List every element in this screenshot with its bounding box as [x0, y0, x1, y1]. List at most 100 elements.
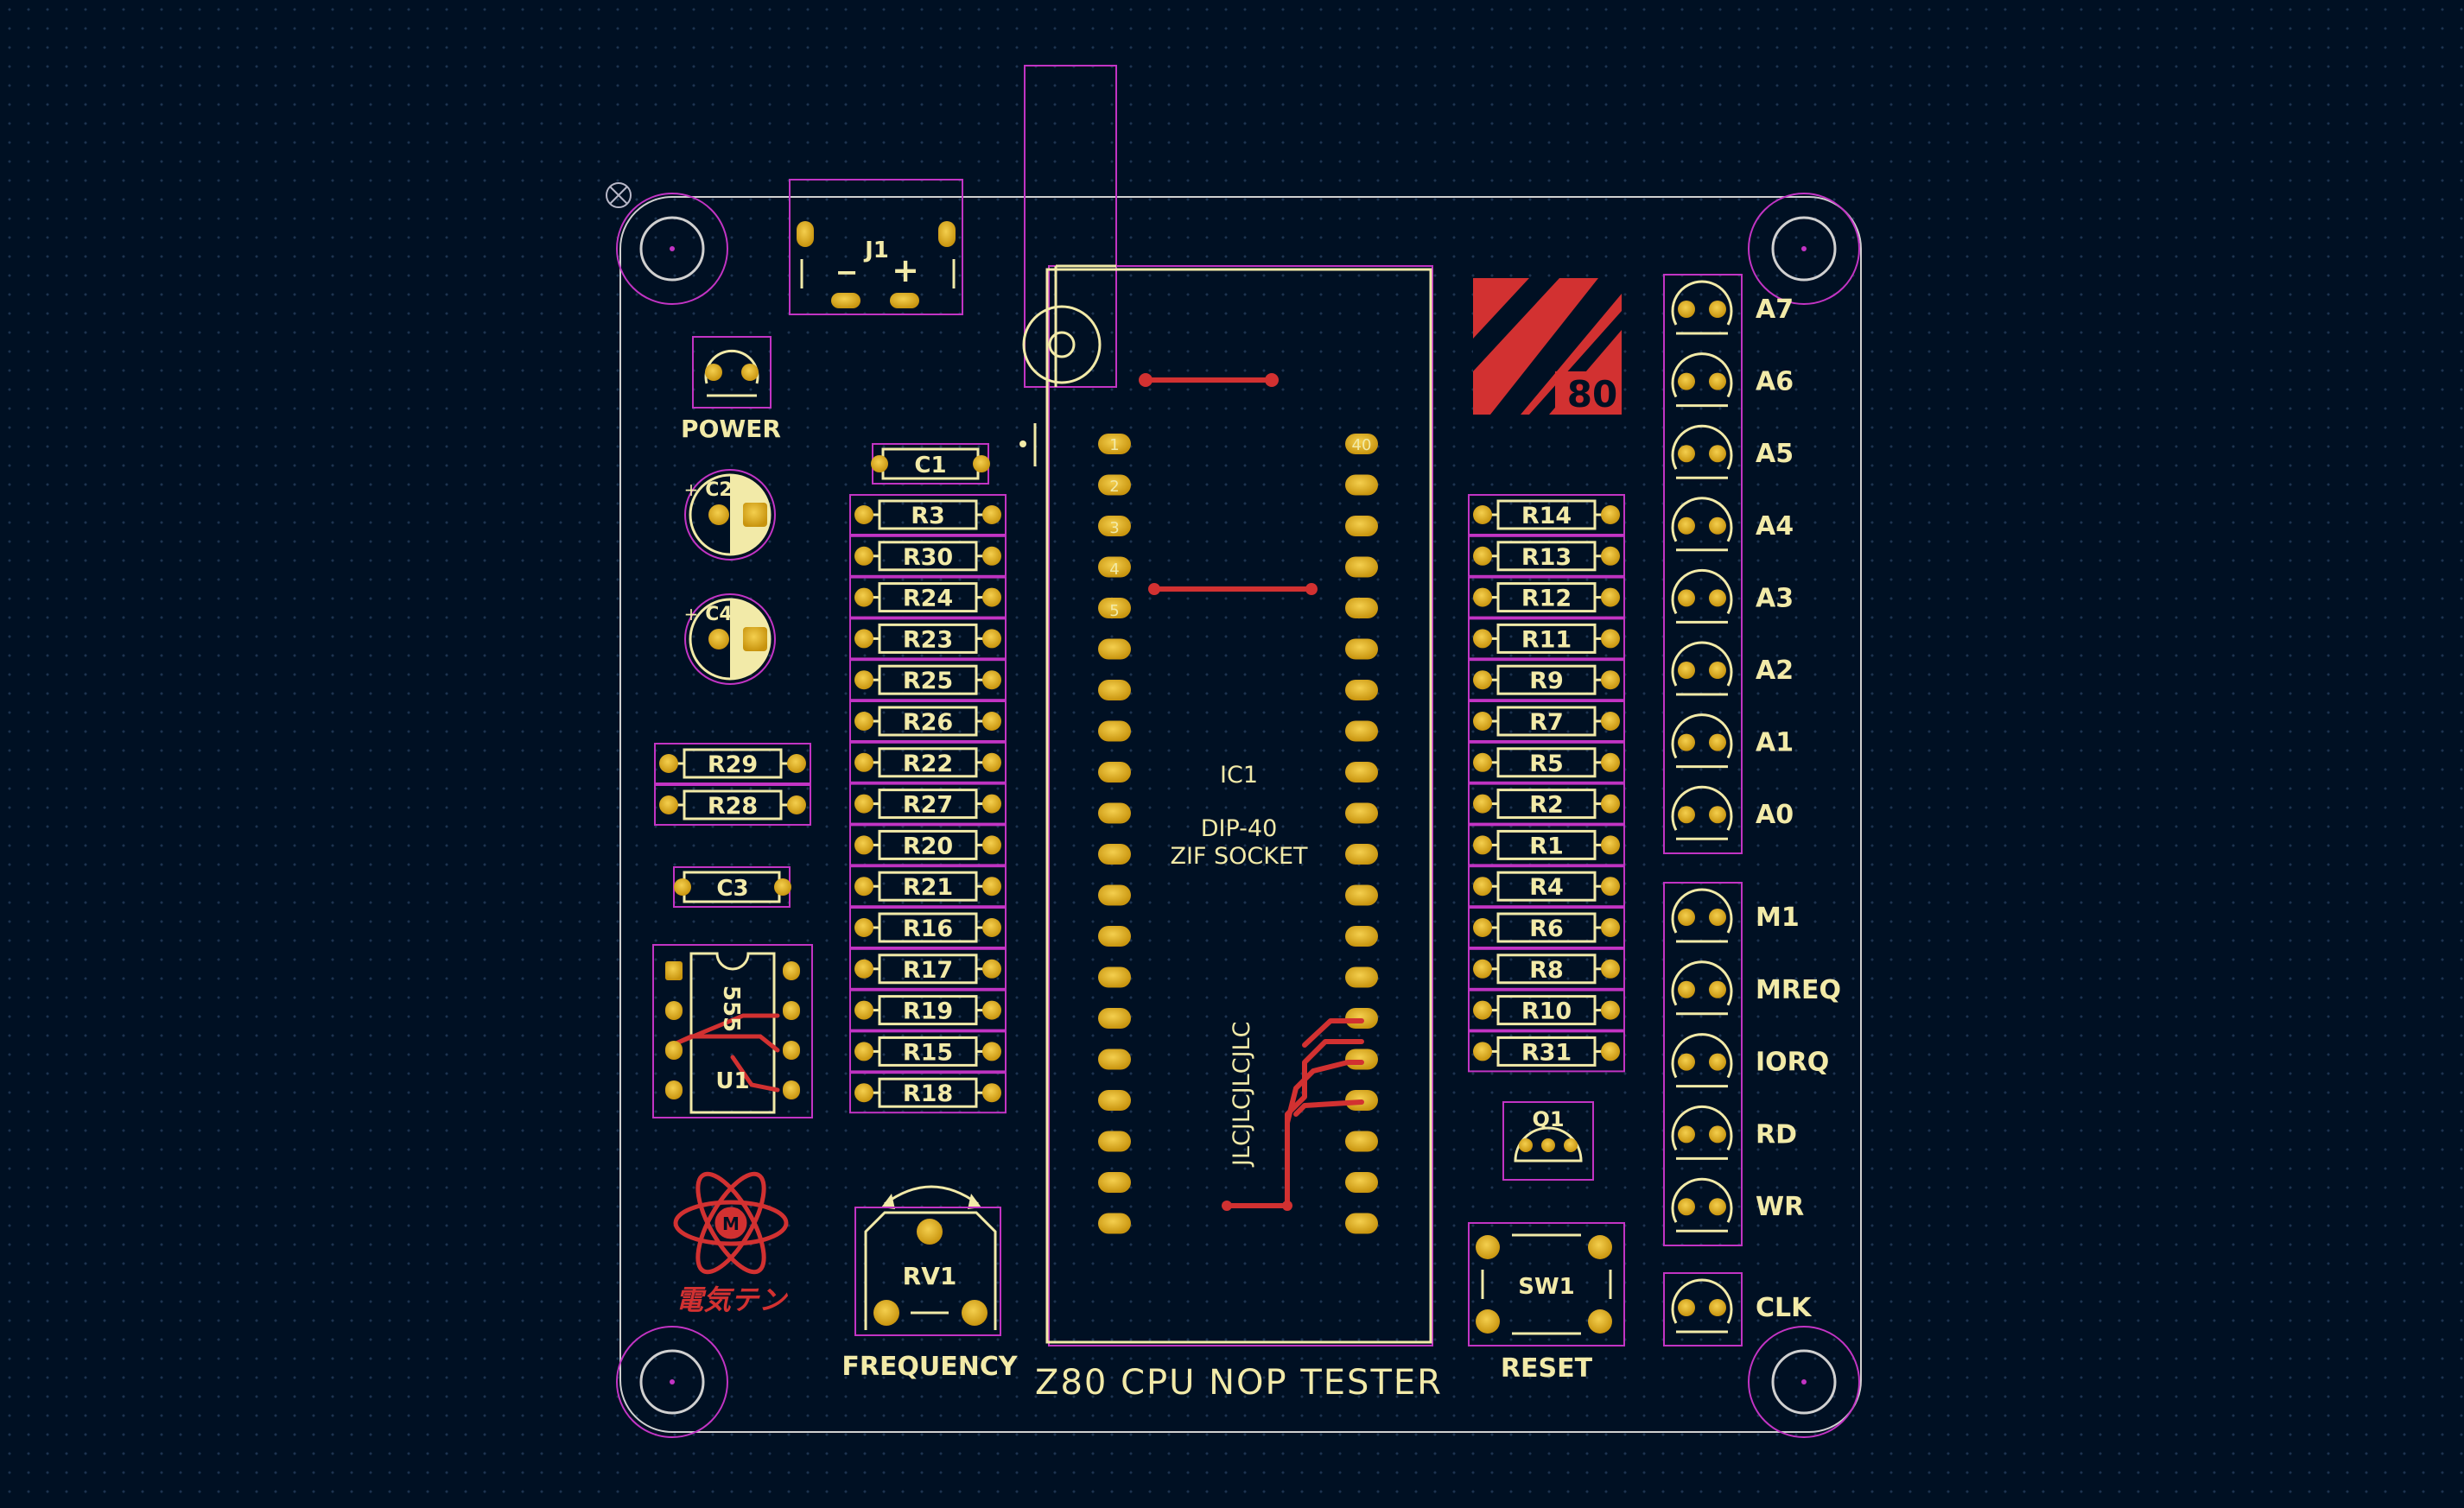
ic-pin-pad	[1345, 474, 1378, 496]
j1-dc-jack: J1 − +	[789, 179, 963, 315]
u1-value: 555	[718, 985, 744, 1032]
resistor-label: R15	[903, 1039, 953, 1066]
resistor-label: R4	[1529, 874, 1564, 901]
led: WR	[1671, 1177, 1804, 1232]
resistor-label: R1	[1529, 833, 1564, 859]
z80-logo-text: 80	[1567, 373, 1617, 415]
ic-pin-pad	[1345, 638, 1378, 660]
pin-number-5: 5	[1109, 602, 1119, 620]
capacitor-c2: C2 +	[684, 469, 776, 561]
c4-polarity-plus: +	[684, 604, 699, 624]
led: RD	[1671, 1105, 1797, 1160]
resistor: R21	[849, 865, 1007, 908]
resistor: R4	[1468, 865, 1625, 908]
sw1-reference: SW1	[1518, 1274, 1575, 1300]
resistor: R15	[849, 1030, 1007, 1073]
resistor-label: R31	[1521, 1039, 1572, 1066]
pin-number-3: 3	[1109, 519, 1119, 537]
resistor-label: R7	[1529, 709, 1564, 736]
resistor: R11	[1468, 618, 1625, 660]
led: A4	[1671, 497, 1794, 552]
ic-pin-pad	[1345, 556, 1378, 578]
resistor: R5	[1468, 741, 1625, 783]
resistor: R19	[849, 989, 1007, 1031]
resistor-label: R10	[1521, 998, 1572, 1025]
mounting-hole	[616, 1326, 728, 1438]
led-label: RD	[1756, 1119, 1797, 1150]
copper-traces	[1143, 377, 1364, 1208]
board-title: Z80 CPU NOP TESTER	[1035, 1363, 1443, 1403]
resistor: R9	[1468, 659, 1625, 701]
ic-pin-pad	[1345, 926, 1378, 947]
led-label: CLK	[1756, 1293, 1813, 1323]
resistor-label: R14	[1521, 503, 1572, 529]
mounting-hole	[1748, 193, 1860, 305]
ic-pin-pad	[1098, 1090, 1131, 1111]
led: A5	[1671, 424, 1794, 479]
ic-pin-pad	[1345, 720, 1378, 742]
ic-pin-pad	[1345, 1131, 1378, 1152]
resistor: R1	[1468, 824, 1625, 866]
resistor-label: R19	[903, 998, 953, 1025]
led-label: M1	[1756, 903, 1800, 933]
led-label: WR	[1756, 1192, 1804, 1222]
ic1-reference: IC1	[1220, 762, 1258, 789]
resistor-label: R17	[903, 957, 953, 984]
zif-lever-circle	[1022, 305, 1102, 384]
led: A1	[1671, 713, 1794, 769]
resistor-label: R12	[1521, 586, 1572, 612]
resistor: R2	[1468, 783, 1625, 825]
ic-pin-pad	[1098, 1008, 1131, 1029]
led-label: A4	[1756, 511, 1794, 542]
led-label: A5	[1756, 439, 1794, 469]
ic-pin-pad	[1345, 1049, 1378, 1070]
ic-pin-pad	[1098, 1213, 1131, 1234]
led-label: A0	[1756, 800, 1794, 830]
ic-pin-pad	[1098, 926, 1131, 947]
pin-number-2: 2	[1109, 478, 1119, 496]
brand-logo	[673, 1171, 789, 1275]
ic-pin-pad	[1098, 598, 1131, 618]
ic-pin-pad	[1345, 1172, 1378, 1193]
resistor-label: R24	[903, 586, 953, 612]
resistor: R31	[1468, 1030, 1625, 1073]
resistor: R25	[849, 659, 1007, 701]
resistor-label: R6	[1529, 916, 1564, 942]
ic-pin-pad	[1098, 966, 1131, 988]
resistor-label: R26	[903, 709, 953, 736]
j1-minus-symbol: −	[835, 256, 859, 288]
resistor-label: R22	[903, 751, 953, 777]
resistor: R29	[654, 743, 811, 784]
ic-pin-pad	[1098, 844, 1131, 865]
led-label: A3	[1756, 583, 1794, 613]
u1-reference: U1	[715, 1068, 749, 1094]
z80-logo: 80	[1473, 278, 1622, 415]
c4-reference: C4	[705, 604, 732, 625]
c1-reference: C1	[914, 453, 946, 478]
ic-pin-pad	[1345, 516, 1378, 536]
resistor: R17	[849, 947, 1007, 990]
led-label: A7	[1756, 295, 1794, 325]
resistor: R28	[654, 784, 811, 826]
q1-transistor: Q1	[1502, 1101, 1594, 1181]
reset-label: RESET	[1501, 1353, 1593, 1384]
resistor: R23	[849, 618, 1007, 660]
ic-pin-pad	[1345, 1213, 1378, 1234]
led-label: MREQ	[1756, 975, 1841, 1005]
capacitor-c3: C3	[673, 866, 791, 908]
jlc-order-number-text: JLCJLCJLCJLC	[1229, 1022, 1255, 1168]
ic-pin-pad	[1345, 680, 1378, 700]
mounting-holes	[616, 193, 1860, 1438]
rv1-potentiometer: RV1 FREQUENCY	[841, 1185, 1019, 1382]
resistor-label: R3	[911, 503, 945, 529]
ic-pin-pad	[1098, 556, 1131, 578]
ic-pin-pad	[1098, 802, 1131, 824]
ic-pin-pad	[1098, 1172, 1131, 1193]
led: IORQ	[1671, 1033, 1829, 1088]
resistor-label: R29	[708, 751, 758, 778]
resistor-label: R13	[1521, 544, 1572, 571]
led-label: A6	[1756, 367, 1794, 397]
resistor: R10	[1468, 989, 1625, 1031]
